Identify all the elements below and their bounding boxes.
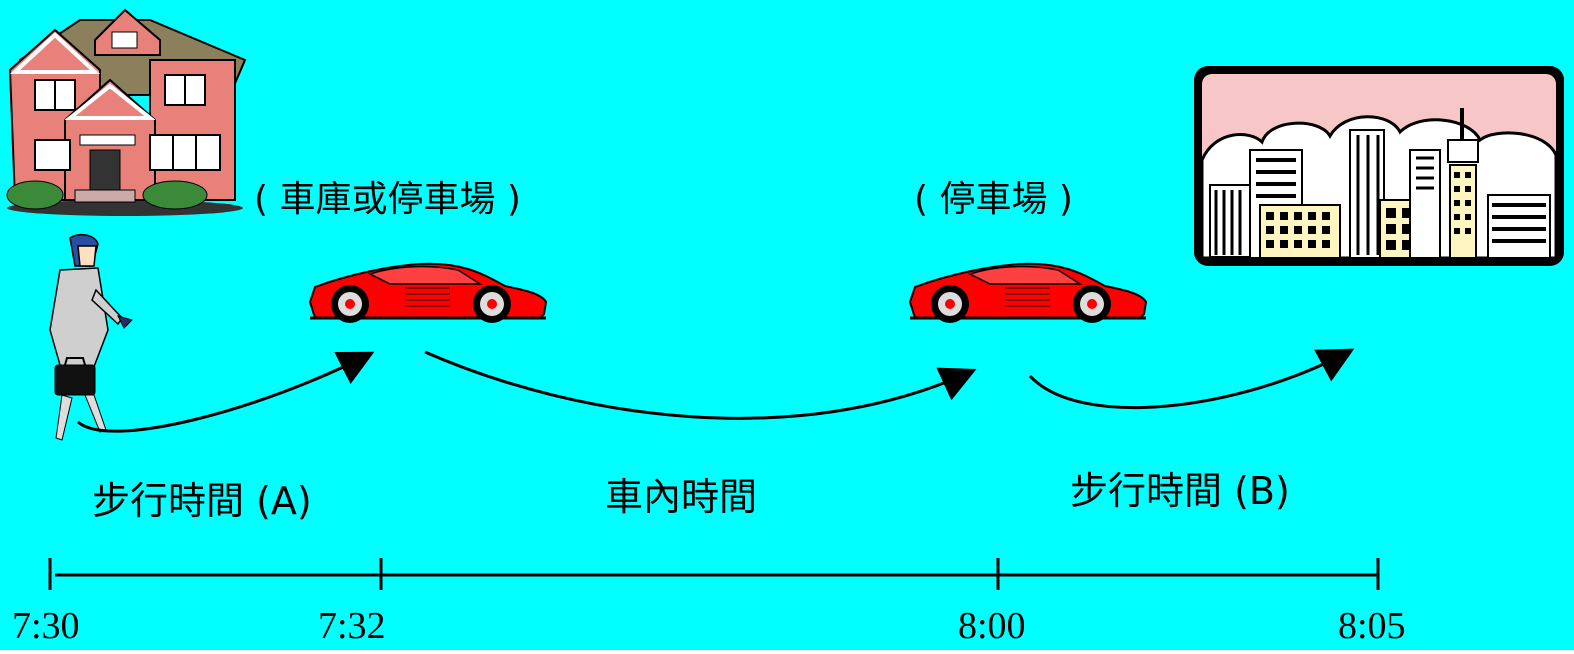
city-skyline-icon: [1194, 66, 1564, 266]
red-car-icon: [908, 262, 1148, 323]
walk-a-arrow: [77, 351, 375, 433]
red-car-icon: [308, 262, 548, 323]
in-vehicle-arrow: [424, 350, 977, 420]
destination-parking-label: ( 停車場 ): [914, 179, 1073, 220]
time-tick-label: 8:00: [958, 605, 1026, 647]
walk-a-label: 步行時間 (A): [92, 479, 312, 523]
time-tick-label: 8:05: [1338, 605, 1406, 647]
walk-b-label: 步行時間 (B): [1070, 469, 1290, 513]
in-vehicle-label: 車內時間: [605, 475, 758, 519]
time-tick-label: 7:32: [318, 605, 386, 647]
origin-parking-label: ( 車庫或停車場 ): [254, 179, 521, 220]
timeline-axis: [48, 558, 1380, 590]
house-icon: [6, 8, 247, 216]
walking-person-icon: [49, 233, 133, 441]
time-tick-label: 7:30: [12, 605, 80, 647]
walk-b-arrow: [1028, 348, 1355, 410]
